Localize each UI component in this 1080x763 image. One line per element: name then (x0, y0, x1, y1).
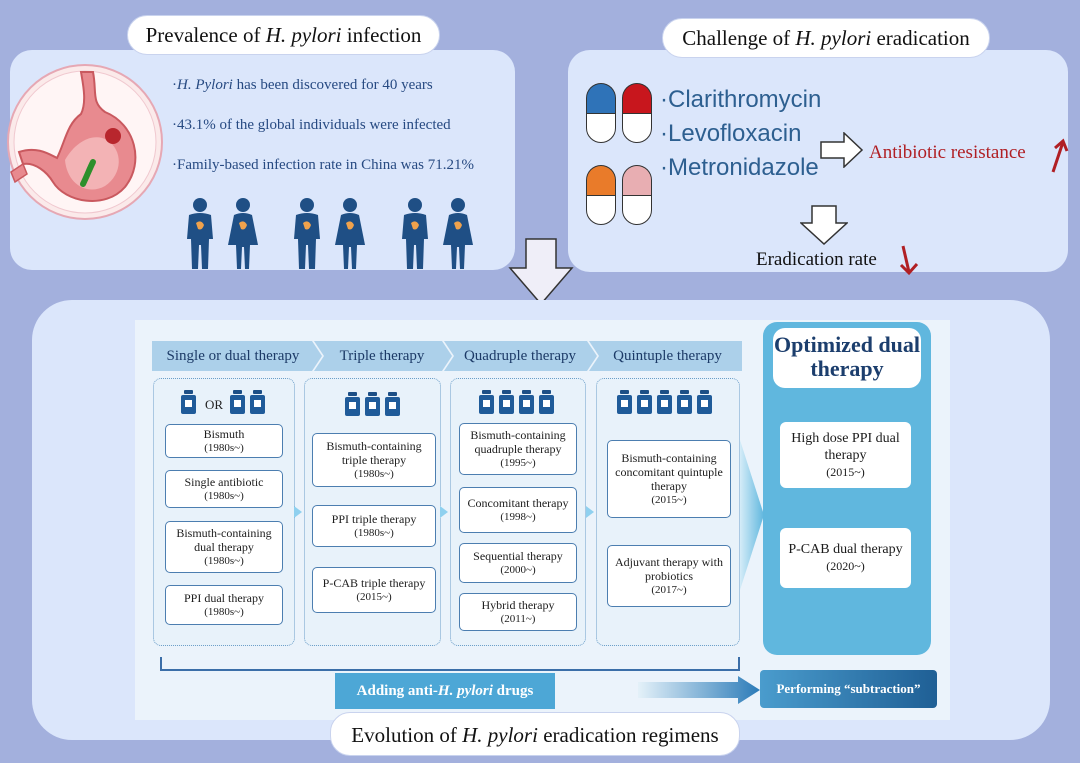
optimized-box-high-dose: High dose PPI dual therapy(2015~) (780, 422, 911, 488)
bottle-icons-triple (345, 392, 400, 416)
bottle-icons-dual (230, 390, 265, 414)
bottle-icon (250, 390, 265, 414)
regimen-box: Bismuth-containing dual therapy(1980s~) (165, 521, 283, 573)
antibiotic-resistance-label: Antibiotic resistance (869, 142, 1026, 163)
capsule-icon-red (622, 83, 652, 143)
center-down-arrow-icon (508, 238, 574, 306)
stage-quintuple: Quintuple therapy (613, 348, 722, 364)
column-arrows (290, 500, 600, 524)
bottle-icon (345, 392, 360, 416)
optimized-box-pcab: P-CAB dual therapy(2020~) (780, 528, 911, 588)
eradication-rate-label: Eradication rate (756, 249, 877, 270)
bottle-icon (385, 392, 400, 416)
right-arrow-icon (820, 131, 864, 169)
evolution-title: Evolution of H. pylori eradication regim… (330, 712, 740, 756)
bottle-icon (637, 390, 652, 414)
bottle-icon (617, 390, 632, 414)
regimen-box: PPI triple therapy(1980s~) (312, 505, 436, 547)
bottle-icon (181, 390, 196, 414)
stage-single-dual: Single or dual therapy (166, 348, 300, 364)
bottle-icon (539, 390, 554, 414)
bottle-icon (697, 390, 712, 414)
optimized-title: Optimized dual therapy (773, 328, 921, 388)
bottle-icons-quintuple (617, 390, 712, 414)
capsule-icon-orange (586, 165, 616, 225)
prevalence-fact-2: ·43.1% of the global individuals were in… (172, 117, 451, 133)
regimen-box: Sequential therapy(2000~) (459, 543, 577, 583)
optimized-arrow-icon (740, 440, 766, 590)
regimen-box: Concomitant therapy(1998~) (459, 487, 577, 533)
regimen-box: PPI dual therapy(1980s~) (165, 585, 283, 625)
or-label: OR (205, 397, 224, 412)
bottle-icons-quadruple (479, 390, 554, 414)
up-arrow-icon (1047, 138, 1071, 174)
bottle-icon (519, 390, 534, 414)
challenge-title: Challenge of H. pylori eradication (662, 18, 990, 58)
drug-clarithromycin: ·Clarithromycin (660, 86, 822, 113)
regimen-box: Single antibiotic(1980s~) (165, 470, 283, 508)
regimen-box: P-CAB triple therapy(2015~) (312, 567, 436, 613)
drug-levofloxacin: ·Levofloxacin (660, 120, 802, 147)
drug-metronidazole: ·Metronidazole (660, 154, 819, 181)
down-red-arrow-icon (897, 244, 921, 276)
bottle-icon (677, 390, 692, 414)
regimen-box: Adjuvant therapy with probiotics(2017~) (607, 545, 731, 607)
stage-chevrons (152, 340, 742, 372)
subtraction-arrow-icon (638, 675, 762, 705)
bottle-icons-single (181, 390, 196, 414)
regimen-box: Bismuth-containing triple therapy(1980s~… (312, 433, 436, 487)
stage-triple: Triple therapy (339, 348, 425, 364)
prevalence-fact-1: ·H. Pylori has been discovered for 40 ye… (172, 77, 433, 93)
capsule-icon-blue (586, 83, 616, 143)
bracket-line (160, 656, 740, 672)
regimen-box: Bismuth(1980s~) (165, 424, 283, 458)
regimen-box: Bismuth-containing quadruple therapy(199… (459, 423, 577, 475)
bottle-icon (230, 390, 245, 414)
down-arrow-icon (799, 205, 849, 246)
bottle-icon (499, 390, 514, 414)
prevalence-fact-3: ·Family-based infection rate in China wa… (172, 157, 475, 173)
regimen-box: Bismuth-containing concomitant quintuple… (607, 440, 731, 518)
bottle-icon (479, 390, 494, 414)
prevalence-title: Prevalence of H. pylori infection (127, 15, 440, 55)
bottle-icon (657, 390, 672, 414)
regimen-box: Hybrid therapy(2011~) (459, 593, 577, 631)
capsule-icon-pink (622, 165, 652, 225)
adding-drugs-banner: Adding anti-H. pylori drugs (335, 673, 555, 709)
subtraction-banner: Performing “subtraction” (760, 670, 937, 708)
family-icons (180, 195, 480, 270)
stage-quadruple: Quadruple therapy (463, 348, 577, 364)
bottle-icon (365, 392, 380, 416)
stomach-illustration (5, 62, 165, 222)
